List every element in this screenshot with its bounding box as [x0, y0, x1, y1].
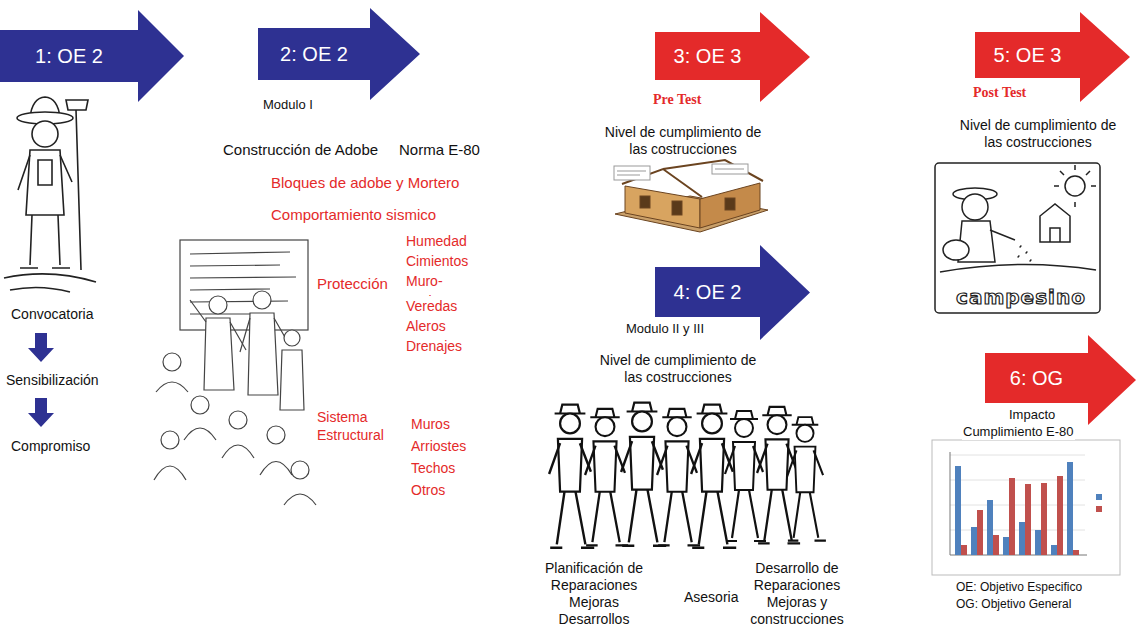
step-label: Compromiso [10, 438, 91, 455]
campesino-picture [935, 163, 1100, 313]
step-label: Convocatoria [10, 306, 95, 323]
block-arrow: 2: OE 2 [258, 8, 420, 100]
block-arrow: 3: OE 3 [655, 12, 810, 102]
topic-label: Protección [316, 275, 389, 293]
image-text: campesino [945, 285, 1097, 309]
classroom-sketch [154, 240, 316, 505]
caption-text: Nivel de cumplimiento de las costruccion… [598, 124, 768, 158]
topic-label: Sistema Estructural [316, 408, 385, 444]
bar-chart [932, 440, 1120, 575]
arrow-fill [0, 10, 184, 102]
note-text: OE: Objetivo Especifico [955, 580, 1083, 594]
walking-people [549, 403, 826, 548]
test-label: Pre Test [652, 91, 702, 108]
farmer-figure [4, 97, 96, 292]
step-label: 3: OE 3 [655, 32, 760, 80]
activity-label: Asesoria [683, 589, 739, 606]
activity-label: Desarrollo de Reparaciones Mejoras y con… [746, 560, 848, 628]
arrow-fill [985, 335, 1136, 425]
topic-label: Construcción de Adobe [222, 141, 379, 159]
block-arrow: 1: OE 2 [0, 10, 184, 102]
norm-label: Norma E-80 [398, 141, 481, 159]
arrow-fill [655, 12, 810, 102]
activity-label: Planificación de Reparaciones Mejoras De… [538, 560, 650, 628]
subtopic-list: Muros Arriostes Techos Otros [410, 413, 467, 501]
module-label: Modulo I [262, 97, 314, 113]
step-label: 5: OE 3 [975, 32, 1080, 78]
caption-text: Impacto [1008, 407, 1056, 423]
module-label: Modulo II y III [625, 321, 705, 337]
step-label: 4: OE 2 [655, 267, 760, 317]
subtopic-list: Veredas Aleros Drenajes [405, 296, 463, 356]
caption-text: Nivel de cumplimiento de las costruccion… [953, 117, 1123, 151]
caption-text: Cumplimiento E-80 [962, 424, 1075, 440]
step-label: 1: OE 2 [0, 30, 138, 82]
topic-label: Bloques de adobe y Mortero [270, 174, 460, 192]
house-model [614, 160, 768, 232]
step-label: 6: OG [985, 353, 1088, 403]
note-text: OG: Objetivo General [955, 597, 1072, 611]
test-label: Post Test [972, 84, 1027, 101]
topic-label: Comportamiento sismico [270, 206, 437, 224]
caption-text: Nivel de cumplimiento de las costruccion… [593, 352, 763, 386]
arrow-fill [258, 8, 420, 100]
step-label: 2: OE 2 [258, 28, 370, 80]
step-label: Sensibilización [5, 372, 100, 389]
